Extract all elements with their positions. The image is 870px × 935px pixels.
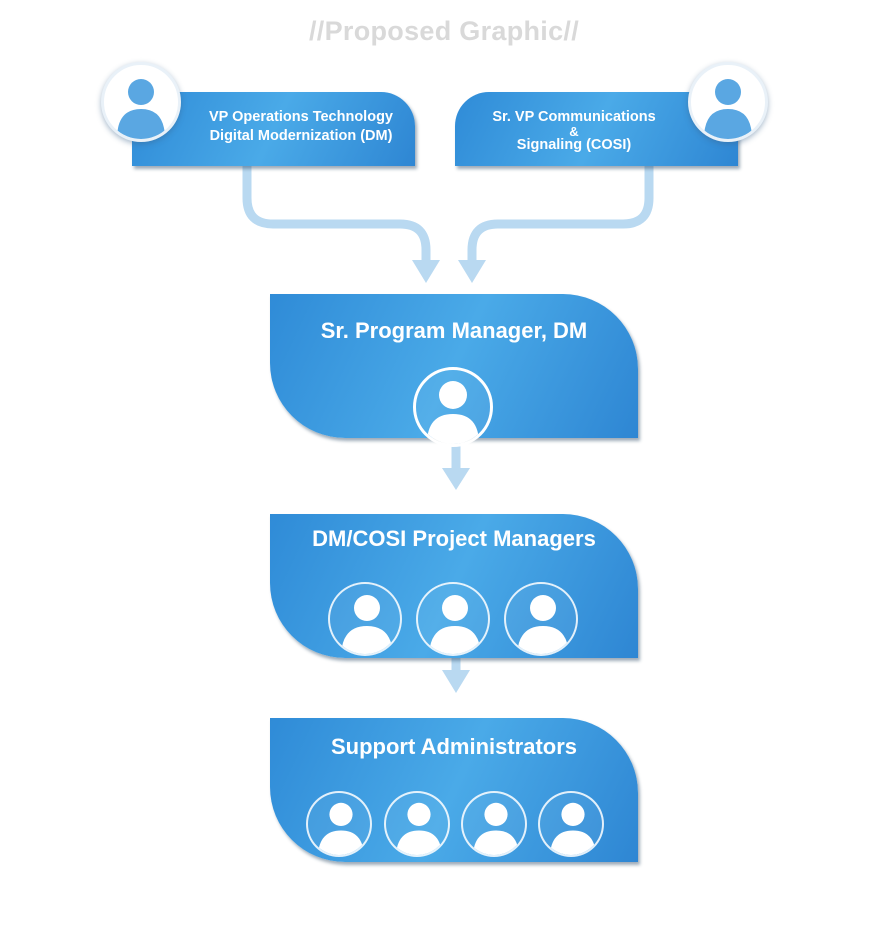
arrow-down-icon [442, 468, 470, 490]
role-label-line: Digital Modernization (DM) [209, 128, 393, 144]
tier-label: Support Administrators [330, 734, 578, 759]
tier-label: Sr. Program Manager, DM [320, 318, 588, 343]
role-label-line: Sr. VP Communications [492, 109, 656, 125]
role-label: Sr. VP Communications & Signaling (COSI) [463, 108, 685, 155]
person-icon [413, 367, 493, 447]
person-icon [101, 62, 181, 142]
tier-label: DM/COSI Project Managers [312, 526, 596, 551]
diagram-title: //Proposed Graphic// [308, 16, 580, 46]
person-icon [306, 791, 372, 857]
person-icon [538, 791, 604, 857]
tier-box-program-manager: Sr. Program Manager, DM [270, 294, 638, 438]
connector-right [467, 166, 654, 262]
arrow-left-icon [412, 260, 440, 283]
role-label-line: VP Operations Technology [209, 109, 393, 125]
person-icon [328, 582, 402, 656]
person-icon [688, 62, 768, 142]
arrow-down-icon [442, 670, 470, 693]
person-icon [461, 791, 527, 857]
arrow-right-icon [458, 260, 486, 283]
connector-left [242, 166, 431, 262]
person-icon [384, 791, 450, 857]
role-label-line: Signaling (COSI) [516, 137, 632, 153]
person-icon [504, 582, 578, 656]
role-label-line: & [569, 124, 579, 139]
person-icon [416, 582, 490, 656]
role-label: VP Operations Technology Digital Moderni… [190, 108, 412, 146]
